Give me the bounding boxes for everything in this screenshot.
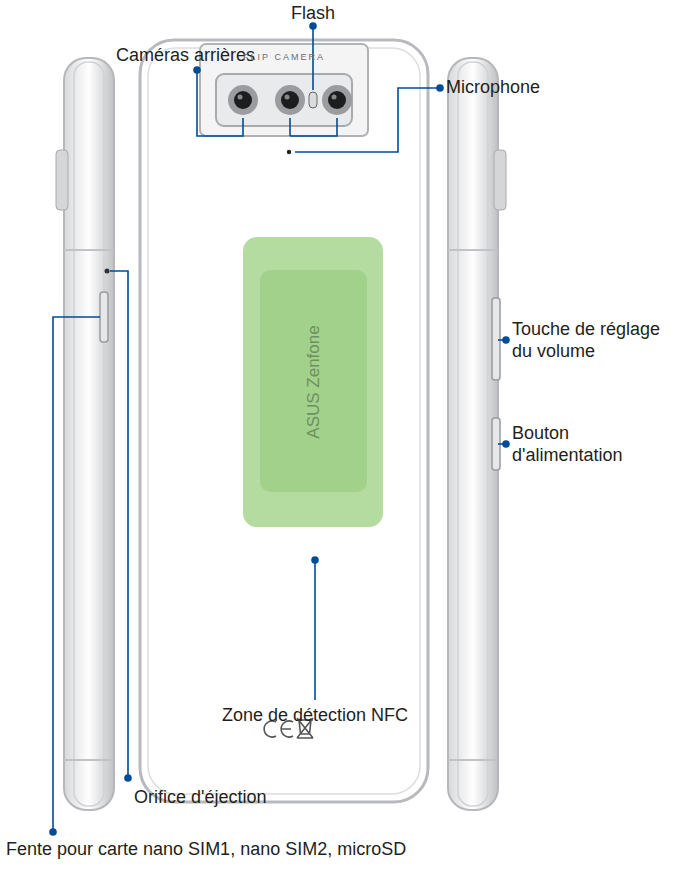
callout-label: Fente pour carte nano SIM1, nano SIM2, m…	[6, 838, 406, 860]
engraved-text: FLIP CAMERA	[243, 52, 325, 63]
logo-text: ASUS Zenfone	[303, 325, 325, 438]
lens	[228, 85, 352, 115]
callout-label: Caméras arrières	[116, 44, 255, 66]
callout-label: Bouton d'alimentation	[512, 422, 662, 466]
leader-lines	[50, 23, 509, 835]
callout-label: Flash	[291, 2, 335, 24]
callout-label: Orifice d'éjection	[134, 786, 267, 808]
callout-label: Touche de réglage du volume	[512, 318, 672, 362]
left-profile	[56, 58, 114, 810]
callout-label: Microphone	[446, 76, 540, 98]
right-profile	[448, 58, 506, 810]
phone-back	[140, 40, 428, 802]
callout-label: Zone de détection NFC	[222, 704, 408, 726]
